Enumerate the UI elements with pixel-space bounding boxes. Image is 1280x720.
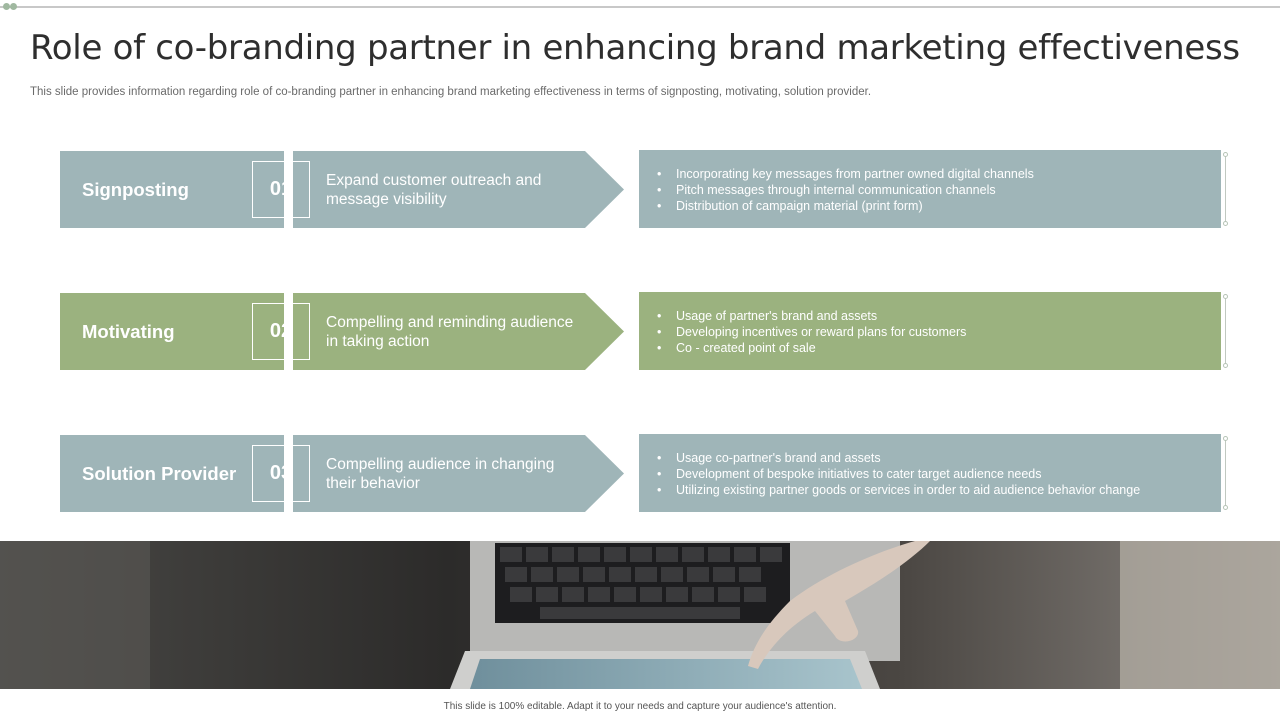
bullet-item: Developing incentives or reward plans fo…: [657, 324, 966, 340]
top-rule: [0, 6, 1280, 8]
row-label: Motivating: [82, 321, 175, 342]
side-dot: [1223, 363, 1228, 368]
row-number: 01: [252, 161, 310, 218]
row-description: Expand customer outreach and message vis…: [326, 171, 542, 208]
decor-dot: [3, 3, 10, 10]
row-label: Solution Provider: [82, 463, 237, 484]
slide-title: Role of co-branding partner in enhancing…: [30, 28, 1240, 68]
side-line: [1225, 154, 1226, 224]
row-description: Compelling and reminding audience in tak…: [326, 313, 574, 350]
label-box: Motivating: [60, 293, 284, 370]
bullet-item: Usage of partner's brand and assets: [657, 308, 966, 324]
bullet-item: Distribution of campaign material (print…: [657, 198, 1034, 214]
side-dot: [1223, 221, 1228, 226]
decor-dot: [10, 3, 17, 10]
arrow-shape: Compelling and reminding audience in tak…: [293, 293, 624, 370]
row-signposting: Signposting Expand customer outreach and…: [0, 150, 1280, 228]
laptop-photo: [0, 541, 1280, 689]
bullet-list: Incorporating key messages from partner …: [657, 166, 1034, 214]
row-description: Compelling audience in changing their be…: [326, 455, 555, 492]
side-dot: [1223, 436, 1228, 441]
detail-box: Usage of partner's brand and assets Deve…: [639, 292, 1221, 370]
row-motivating: Motivating Compelling and reminding audi…: [0, 292, 1280, 370]
slide-subtitle: This slide provides information regardin…: [30, 86, 872, 98]
bullet-item: Utilizing existing partner goods or serv…: [657, 482, 1140, 498]
side-dot: [1223, 505, 1228, 510]
bullet-list: Usage co-partner's brand and assets Deve…: [657, 450, 1140, 498]
row-number: 03: [252, 445, 310, 502]
laptop-illustration: [0, 541, 1280, 689]
label-box: Solution Provider: [60, 435, 284, 512]
bullet-item: Co - created point of sale: [657, 340, 966, 356]
arrow-shape: Expand customer outreach and message vis…: [293, 151, 624, 228]
bullet-item: Pitch messages through internal communic…: [657, 182, 1034, 198]
label-box: Signposting: [60, 151, 284, 228]
detail-box: Usage co-partner's brand and assets Deve…: [639, 434, 1221, 512]
row-label: Signposting: [82, 179, 189, 200]
bullet-item: Incorporating key messages from partner …: [657, 166, 1034, 182]
side-dot: [1223, 152, 1228, 157]
arrow-shape: Compelling audience in changing their be…: [293, 435, 624, 512]
row-number: 02: [252, 303, 310, 360]
bullet-item: Development of bespoke initiatives to ca…: [657, 466, 1140, 482]
row-solution-provider: Solution Provider Compelling audience in…: [0, 434, 1280, 512]
bullet-item: Usage co-partner's brand and assets: [657, 450, 1140, 466]
side-line: [1225, 438, 1226, 508]
side-dot: [1223, 294, 1228, 299]
side-line: [1225, 296, 1226, 366]
footer-note: This slide is 100% editable. Adapt it to…: [443, 701, 837, 712]
detail-box: Incorporating key messages from partner …: [639, 150, 1221, 228]
bullet-list: Usage of partner's brand and assets Deve…: [657, 308, 966, 356]
